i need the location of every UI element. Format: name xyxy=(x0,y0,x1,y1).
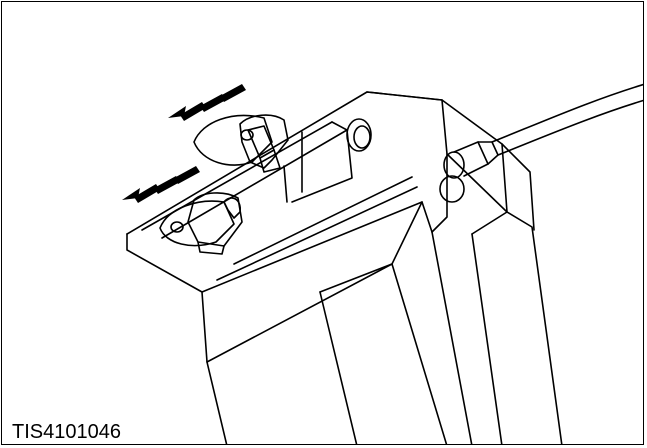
unit-housing xyxy=(126,91,563,444)
lower-clip xyxy=(159,192,243,255)
cable-connector xyxy=(439,141,499,203)
removal-arrow-upper xyxy=(168,84,246,121)
upper-clip xyxy=(193,114,289,173)
mounting-hole xyxy=(346,118,372,152)
cable xyxy=(491,83,643,156)
removal-arrow-lower xyxy=(122,166,200,203)
figure-reference-code: TIS4101046 xyxy=(12,421,123,443)
